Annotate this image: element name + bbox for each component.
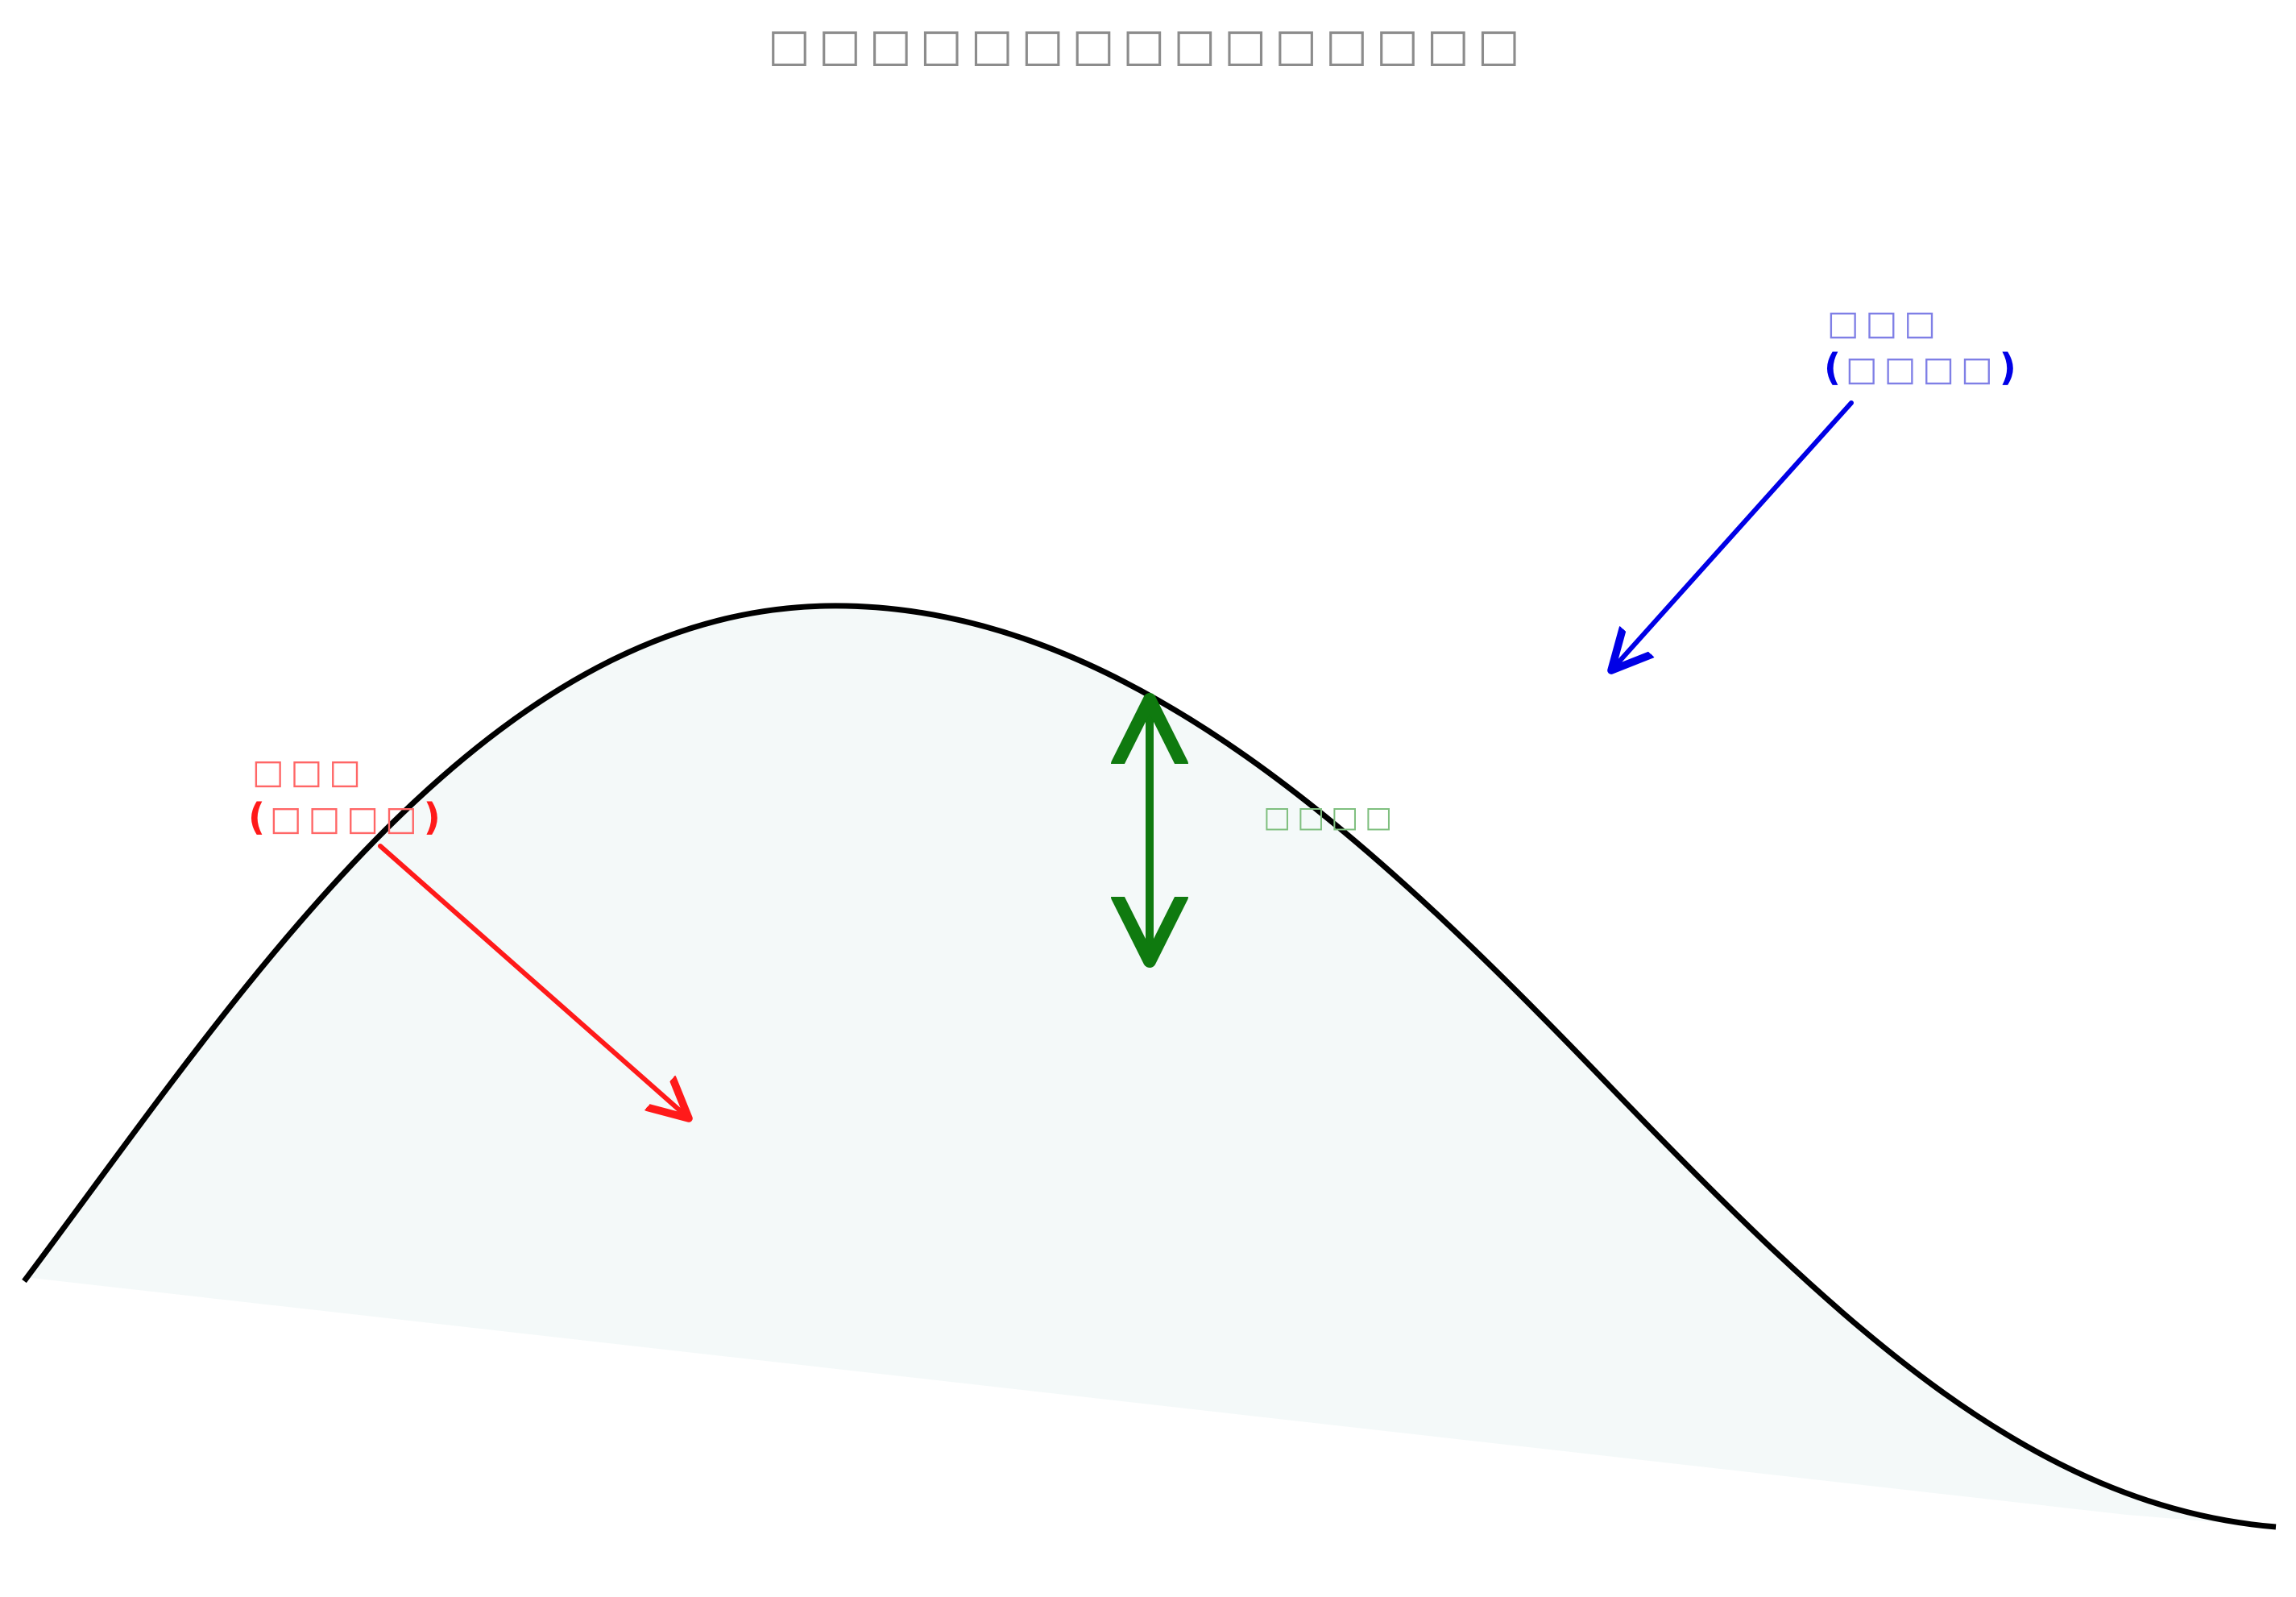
red-annotation-paren-close: ) — [424, 795, 446, 839]
blue-annotation-paren-open: ( — [1824, 346, 1846, 389]
blue-annotation-line2: (□□□□) — [1824, 346, 2021, 389]
blue-annotation-inner: □□□□ — [1846, 349, 2000, 388]
blue-arrow — [1611, 400, 1854, 670]
blue-annotation-paren-close: ) — [2000, 346, 2021, 389]
red-annotation-line1: □□□ — [252, 752, 367, 791]
main-curve — [22, 603, 2277, 1530]
red-arrow — [378, 844, 689, 1118]
green-annotation: □□□□ — [1263, 801, 1399, 834]
diagram-title: □□□□□□□□□□□□□□□ — [768, 19, 1528, 72]
red-annotation-paren-open: ( — [248, 795, 270, 839]
curve-shaded-area — [24, 605, 2276, 1527]
red-annotation-inner: □□□□ — [270, 798, 424, 838]
red-annotation-line2: (□□□□) — [248, 795, 446, 839]
blue-annotation-line1: □□□ — [1827, 303, 1942, 342]
